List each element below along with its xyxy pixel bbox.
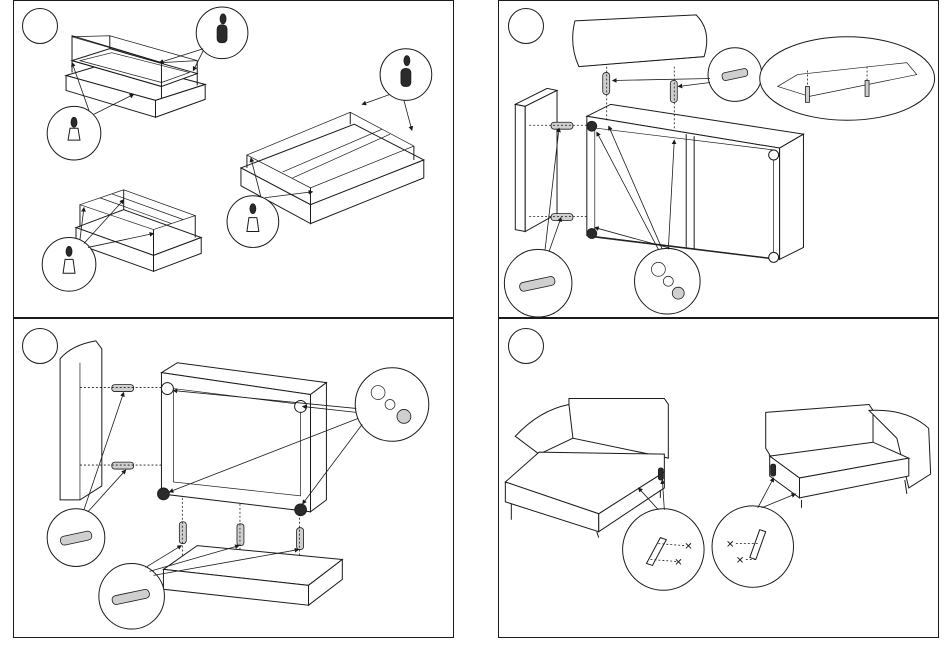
corner-leg-icon — [63, 259, 75, 273]
armrest-attachment-illustration — [499, 1, 938, 317]
sofa-frame — [587, 104, 804, 262]
frame-assembly-illustration — [14, 1, 453, 317]
panel-step-2 — [498, 0, 939, 318]
svg-text:✕: ✕ — [726, 540, 734, 551]
seat-base-slab — [163, 546, 342, 606]
module-connection-illustration: ✕ ✕ ✕ ✕ — [499, 319, 938, 637]
connector-callout-right: ✕ ✕ — [712, 478, 795, 587]
glue-callout-right — [362, 49, 432, 130]
svg-text:✕: ✕ — [684, 542, 692, 553]
svg-text:✕: ✕ — [674, 557, 682, 568]
sofa-frame-side — [157, 363, 326, 516]
bolt-washer-icon — [672, 287, 684, 299]
panel-step-4: ✕ ✕ ✕ ✕ — [498, 318, 939, 638]
backrest-block — [573, 15, 707, 67]
panel-step-3 — [13, 318, 454, 638]
armrest-panel-left — [515, 88, 557, 231]
panel-step-1 — [13, 0, 454, 318]
svg-text:✕: ✕ — [736, 555, 744, 566]
zoom-detail-ellipse — [760, 37, 935, 120]
glue-callout-top — [159, 7, 247, 71]
sofa-module-right — [766, 404, 931, 507]
glue-bottle-icon — [401, 69, 411, 87]
corner-leg-icon — [68, 128, 80, 140]
bolt-washer-icon — [397, 409, 411, 423]
seat-base-attachment-illustration — [14, 319, 453, 637]
glue-bottle-icon — [217, 25, 227, 43]
corner-leg-icon — [247, 218, 259, 232]
